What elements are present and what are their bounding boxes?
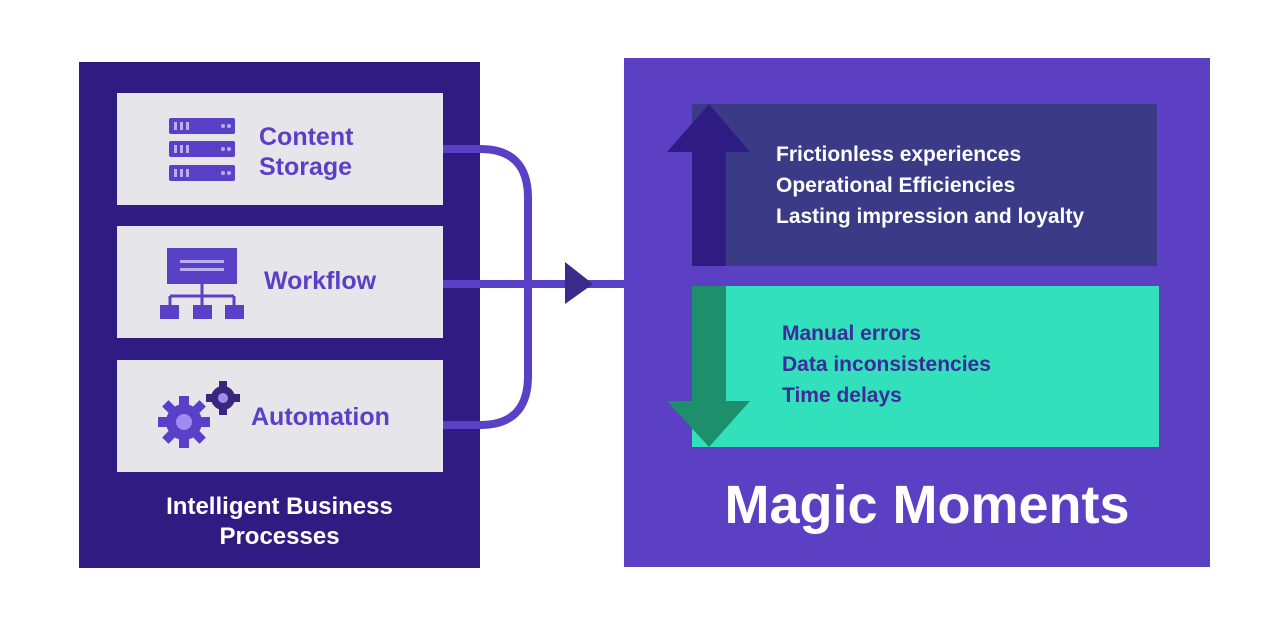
- center-arrowhead: [565, 262, 593, 304]
- positive-outcomes-box: [692, 104, 1157, 266]
- list-item: Frictionless experiences: [776, 143, 1022, 166]
- workflow-label: Workflow: [264, 267, 377, 295]
- positive-outcomes-list: Frictionless experiences Operational Eff…: [776, 139, 1084, 232]
- caption-line1: Intelligent Business: [166, 493, 393, 520]
- content-storage-label-line2: Storage: [259, 153, 353, 181]
- left-panel-caption: Intelligent Business Processes: [79, 492, 480, 552]
- content-storage-label-line1: Content: [259, 123, 354, 151]
- list-item: Time delays: [782, 384, 902, 407]
- list-item: Data inconsistencies: [782, 353, 991, 376]
- caption-line2: Processes: [219, 523, 340, 550]
- magic-moments-title: Magic Moments: [724, 475, 1130, 535]
- content-storage-label: Content Storage: [259, 122, 353, 182]
- list-item: Manual errors: [782, 322, 921, 345]
- list-item: Operational Efficiencies: [776, 174, 1016, 197]
- automation-label: Automation: [251, 403, 390, 431]
- negative-outcomes-box: [692, 286, 1159, 447]
- negative-outcomes-list: Manual errors Data inconsistencies Time …: [782, 318, 991, 411]
- list-item: Lasting impression and loyalty: [776, 205, 1085, 228]
